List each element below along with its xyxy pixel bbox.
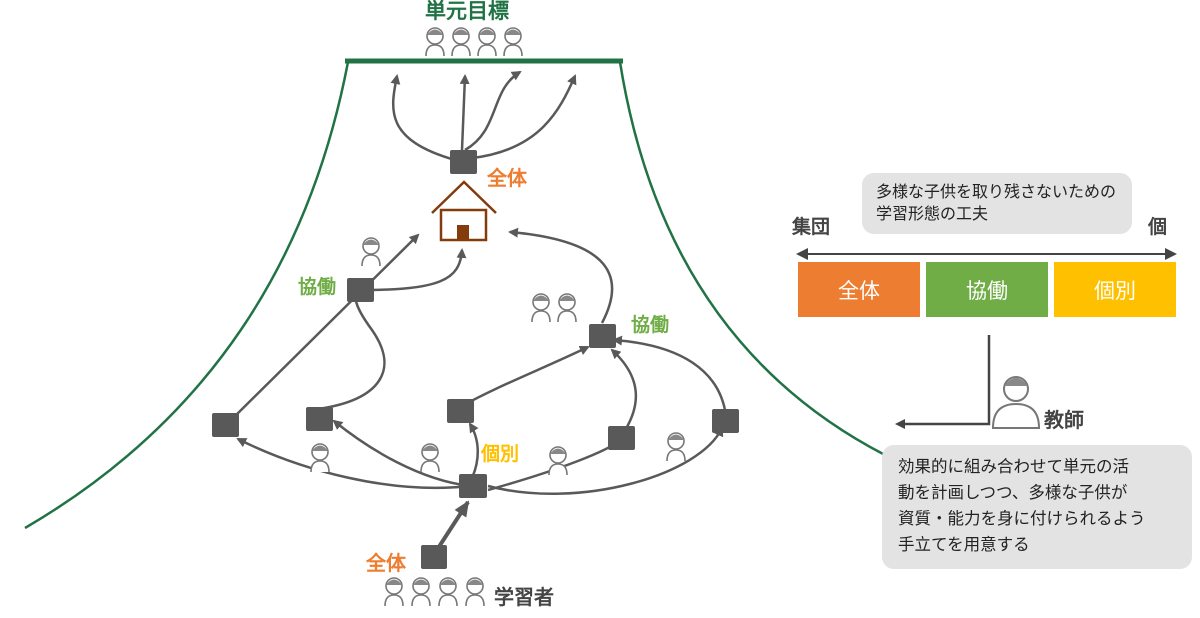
teacher-note-line-3: 資質・能力を身に付けられるよう bbox=[898, 509, 1146, 528]
node-e bbox=[712, 409, 739, 433]
teacher-note-line-1: 効果的に組み合わせて単元の活 bbox=[898, 457, 1129, 476]
node-start bbox=[421, 545, 447, 569]
teacher-note-line-4: 手立てを用意する bbox=[898, 535, 1030, 554]
house-icon bbox=[431, 180, 497, 242]
learner-people-icon bbox=[384, 577, 485, 607]
legend-bar-individual: 個別 bbox=[1054, 262, 1176, 317]
node-collab-left bbox=[347, 278, 374, 302]
legend-bar-label: 全体 bbox=[838, 278, 880, 303]
node-b bbox=[306, 407, 333, 431]
whole-label-top: 全体 bbox=[487, 166, 527, 190]
legend-note: 多様な子供を取り残さないための 学習形態の工夫 bbox=[862, 173, 1132, 234]
whole-label-bottom: 全体 bbox=[366, 551, 406, 575]
activity-nodes bbox=[212, 150, 739, 569]
node-collab-right bbox=[589, 324, 616, 348]
node-c bbox=[447, 399, 474, 423]
node-individual-hub bbox=[459, 474, 487, 498]
collab-label-left: 協働 bbox=[298, 276, 337, 298]
node-whole-top bbox=[450, 150, 477, 174]
legend-note-line-1: 多様な子供を取り残さないための bbox=[876, 182, 1117, 201]
teacher-note-line-2: 動を計画しつつ、多様な子供が bbox=[898, 483, 1128, 502]
legend-bar-label: 協働 bbox=[966, 278, 1008, 303]
legend-bar-label: 個別 bbox=[1094, 278, 1136, 303]
teacher-note: 効果的に組み合わせて単元の活 動を計画しつつ、多様な子供が 資質・能力を身に付け… bbox=[882, 445, 1192, 569]
legend-note-line-2: 学習形態の工夫 bbox=[876, 204, 989, 223]
mountain-outline bbox=[24, 61, 886, 530]
legend-bar-whole: 全体 bbox=[798, 262, 920, 317]
individual-label: 個別 bbox=[481, 443, 520, 465]
learners-label: 学習者 bbox=[494, 585, 554, 609]
group-individual-axis bbox=[796, 248, 1177, 260]
legend-bar-collab: 協働 bbox=[926, 262, 1048, 317]
individual-end-label: 個 bbox=[1148, 216, 1168, 238]
node-a bbox=[212, 413, 239, 437]
teacher-label: 教師 bbox=[1044, 408, 1084, 432]
goal-people-icon bbox=[425, 27, 523, 57]
path-arrows bbox=[225, 70, 728, 558]
teacher-connector bbox=[895, 335, 991, 429]
collab-label-right: 協働 bbox=[631, 314, 670, 336]
goal-label: 単元目標 bbox=[425, 0, 509, 23]
group-end-label: 集団 bbox=[792, 216, 831, 238]
node-d bbox=[608, 426, 635, 450]
teacher-icon bbox=[991, 376, 1041, 429]
